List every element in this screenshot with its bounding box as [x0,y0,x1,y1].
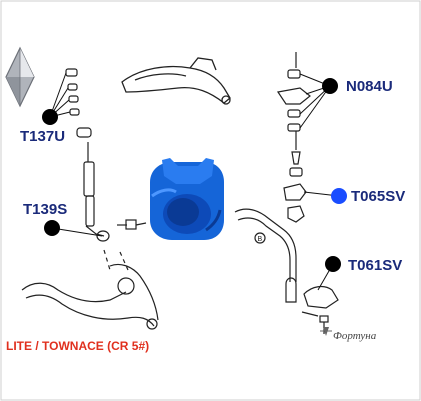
svg-text:B: B [258,236,263,243]
watermark-text: Фортуна [333,330,377,342]
marker-dot-t137u [42,109,58,125]
stabilizer-bar: B [234,208,297,282]
brand-logo-icon [5,46,35,108]
label-t065sv: T065SV [351,188,406,205]
bolt [117,219,147,230]
marker-dot-n084u [322,78,338,94]
label-t139s: T139S [23,201,68,218]
marker-dot-t139s [44,220,60,236]
watermark-emblem-icon [320,327,332,336]
model-caption: LITE / TOWNACE (CR 5#) [6,339,150,353]
upper-control-arm [121,57,231,105]
lower-control-arm [21,249,159,330]
shock-absorber [83,142,110,242]
stabilizer-link [283,151,339,317]
marker-dot-t065sv [331,188,347,204]
label-t061sv: T061SV [348,257,403,274]
bushing-stack-left [65,68,92,138]
label-t137u: T137U [20,128,66,145]
stabilizer-bushing-illustration [150,158,224,240]
label-n084u: N084U [346,78,393,95]
marker-dot-t061sv [325,256,341,272]
bushing-stack-right [276,52,311,150]
